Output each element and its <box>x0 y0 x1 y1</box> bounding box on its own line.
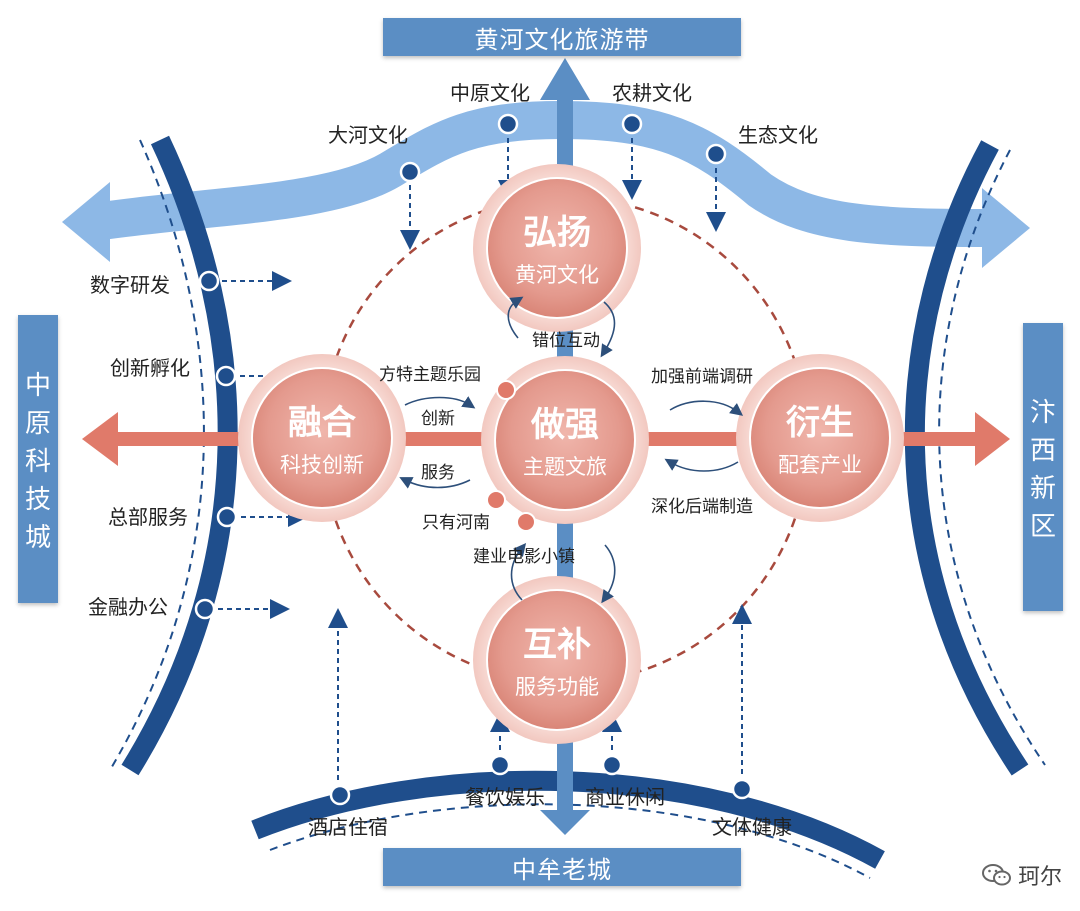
node-top-title: 弘扬 <box>523 213 591 253</box>
horizontal-arrow-left <box>82 412 118 466</box>
left-label-3: 总部服务 <box>108 505 188 529</box>
vertical-arrow-top <box>540 58 590 100</box>
interaction-left-lower: 服务 <box>421 463 455 483</box>
left-arc <box>121 135 238 776</box>
interaction-right-lower: 深化后端制造 <box>651 497 753 517</box>
box-bottom: 中牟老城 <box>383 848 741 886</box>
project-label-3: 建业电影小镇 <box>473 547 575 567</box>
left-label-1: 数字研发 <box>90 273 170 297</box>
bottom-label-1: 酒店住宿 <box>308 815 388 839</box>
left-arc-dots <box>194 270 238 620</box>
top-label-1: 大河文化 <box>328 123 408 147</box>
node-bottom <box>473 576 641 744</box>
box-right-char: 区 <box>1029 512 1056 542</box>
box-left-char: 科 <box>24 447 51 477</box>
interaction-left-upper: 创新 <box>421 409 455 429</box>
bottom-label-4: 文体健康 <box>712 815 792 839</box>
left-arc-dashed <box>109 139 205 771</box>
node-bottom-title: 互补 <box>523 625 591 665</box>
node-center <box>481 356 649 524</box>
bottom-arc-dashed <box>269 803 871 879</box>
top-label-2: 中原文化 <box>450 81 530 105</box>
node-top-sub: 黄河文化 <box>515 263 599 287</box>
box-left: 中 原 科 技 城 <box>18 315 58 603</box>
top-label-4: 生态文化 <box>738 123 818 147</box>
bottom-label-3: 商业休闲 <box>585 785 665 809</box>
box-right-char: 西 <box>1029 436 1056 466</box>
top-arc-dots <box>399 113 727 183</box>
box-right-char: 新 <box>1029 474 1056 504</box>
box-right: 汴 西 新 区 <box>1023 323 1063 611</box>
project-dots <box>486 380 536 532</box>
watermark: 珂尔 <box>981 859 1062 891</box>
left-label-4: 金融办公 <box>88 595 168 619</box>
band-arrow-left <box>62 182 110 262</box>
node-top <box>473 164 641 332</box>
top-label-3: 农耕文化 <box>612 81 692 105</box>
project-label-1: 方特主题乐园 <box>379 365 481 385</box>
node-center-sub: 主题文旅 <box>523 455 607 479</box>
interaction-right-upper: 加强前端调研 <box>651 367 753 387</box>
box-left-char: 原 <box>24 409 51 439</box>
top-dashed-arrows <box>400 138 726 250</box>
box-right-char: 汴 <box>1029 398 1056 428</box>
watermark-text: 珂尔 <box>1017 865 1062 890</box>
bottom-arc-dots <box>329 754 753 806</box>
band-arrow-right <box>982 188 1030 268</box>
node-left <box>238 354 406 522</box>
box-left-char: 技 <box>24 485 51 515</box>
bottom-dashed-arrows <box>328 604 752 780</box>
node-right-sub: 配套产业 <box>778 453 862 477</box>
box-left-char: 城 <box>24 523 51 553</box>
node-center-title: 做强 <box>530 405 599 445</box>
bottom-label-2: 餐饮娱乐 <box>465 785 545 809</box>
node-right <box>736 354 904 522</box>
interaction-arrows <box>399 296 744 604</box>
box-top: 黄河文化旅游带 <box>383 18 741 56</box>
left-label-2: 创新孵化 <box>110 356 190 380</box>
box-left-char: 中 <box>24 371 51 401</box>
node-bottom-sub: 服务功能 <box>515 675 599 699</box>
project-label-2: 只有河南 <box>422 513 490 533</box>
vertical-arrow-bottom <box>540 810 590 835</box>
wechat-icon <box>981 864 1011 886</box>
node-left-title: 融合 <box>288 403 356 443</box>
interaction-top: 错位互动 <box>532 331 600 351</box>
node-right-title: 衍生 <box>786 403 854 443</box>
right-arc-dashed <box>938 149 1046 766</box>
node-left-sub: 科技创新 <box>280 453 364 477</box>
right-arc <box>904 140 1029 776</box>
horizontal-arrow-right <box>975 412 1010 466</box>
